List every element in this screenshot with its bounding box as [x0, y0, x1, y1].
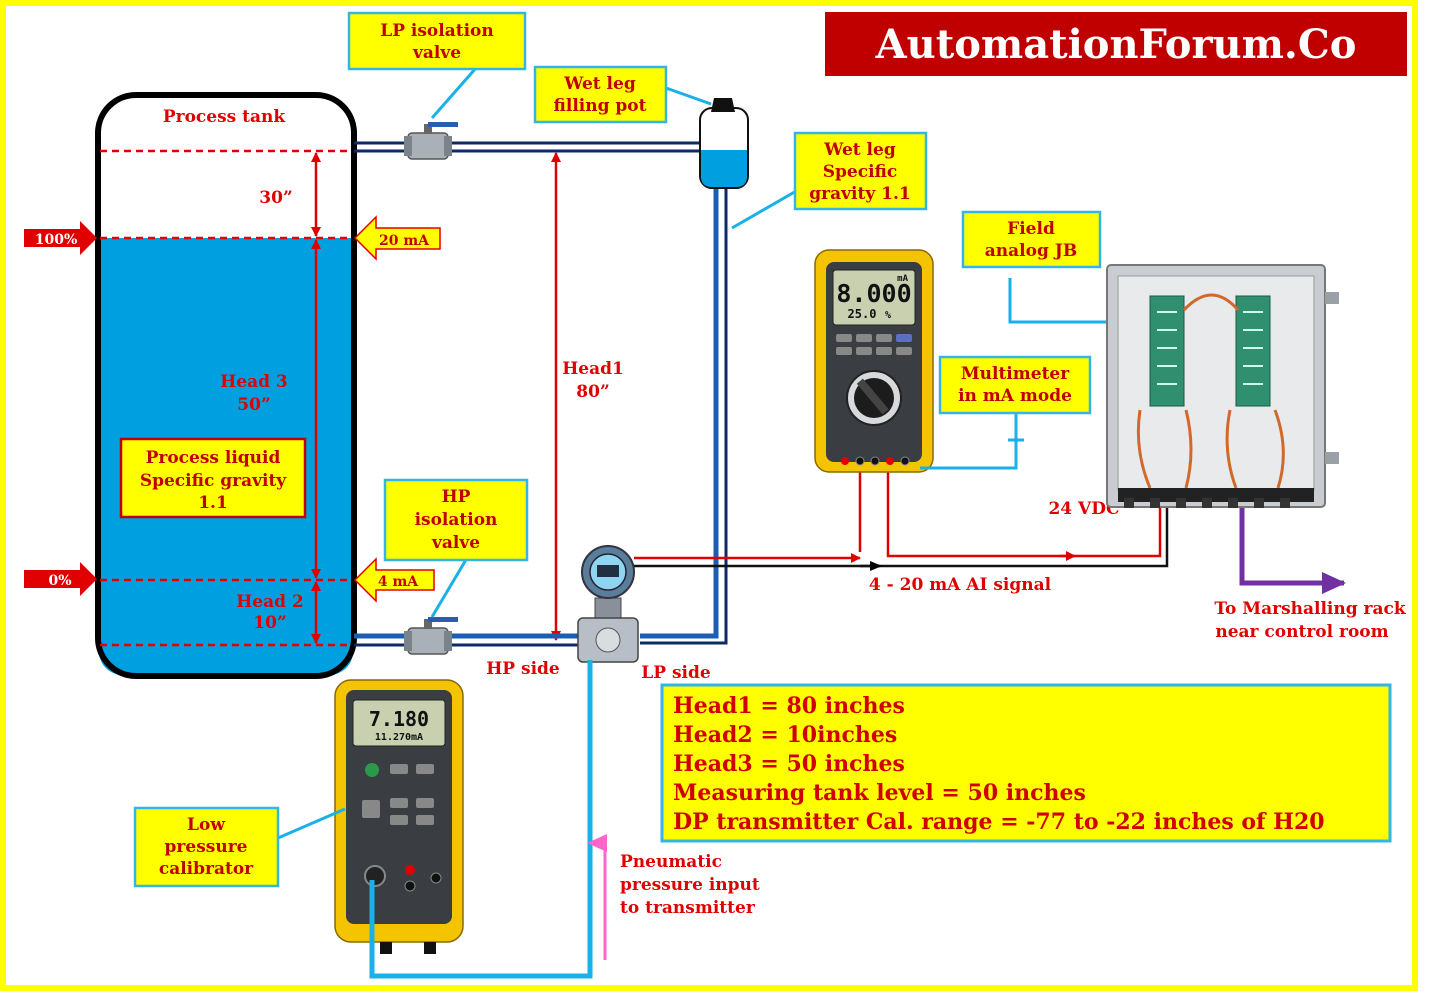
lp-side-label: LP side: [641, 663, 711, 683]
field-junction-box: [1106, 264, 1339, 508]
svg-text:valve: valve: [431, 533, 480, 553]
callout-hp-valve: HP isolation valve: [383, 478, 529, 562]
svg-text:Wet leg: Wet leg: [563, 74, 636, 94]
marker-4ma-label: 4 mA: [378, 574, 419, 590]
svg-text:filling pot: filling pot: [554, 96, 647, 116]
svg-text:gravity 1.1: gravity 1.1: [809, 184, 910, 204]
svg-text:Specific gravity: Specific gravity: [140, 471, 287, 491]
svg-text:valve: valve: [412, 43, 461, 63]
svg-text:pressure: pressure: [165, 837, 248, 857]
summary-line: Head2 = 10inches: [673, 722, 897, 748]
multimeter-percent: %: [885, 310, 891, 321]
head3-label-a: Head 3: [220, 372, 288, 392]
multimeter-main: 8.000: [836, 279, 911, 308]
multimeter-unit: mA: [897, 274, 908, 284]
summary-line: Head3 = 50 inches: [673, 751, 905, 777]
svg-text:isolation: isolation: [415, 510, 498, 530]
pneumatic-label-a: Pneumatic: [620, 852, 722, 872]
level-lines: [100, 149, 352, 647]
marshalling-label-a: To Marshalling rack: [1214, 599, 1407, 619]
marker-0-label: 0%: [48, 573, 71, 589]
svg-text:in mA mode: in mA mode: [958, 386, 1072, 406]
marshalling-arrow: [1239, 508, 1346, 594]
callout-lp-valve: LP isolation valve: [347, 11, 527, 71]
svg-text:HP: HP: [442, 487, 471, 507]
wet-leg-line: [640, 188, 719, 639]
head2-label-b: 10”: [253, 613, 286, 633]
marker-4ma: 4 mA: [353, 557, 435, 603]
summary-line: Measuring tank level = 50 inches: [673, 780, 1086, 806]
svg-text:Specific: Specific: [823, 162, 898, 182]
svg-text:Multimeter: Multimeter: [961, 364, 1070, 384]
signal-wiring: [634, 468, 1169, 571]
dp-transmitter: [577, 545, 639, 663]
ai-signal-label: 4 - 20 mA AI signal: [869, 575, 1052, 595]
callout-leaders: [277, 67, 1106, 840]
marshalling-label-b: near control room: [1215, 622, 1388, 642]
svg-text:Field: Field: [1007, 219, 1055, 239]
svg-text:analog JB: analog JB: [985, 241, 1077, 261]
callout-filling-pot: Wet leg filling pot: [533, 65, 668, 124]
head-dimensions: [311, 152, 561, 644]
summary-box: Head1 = 80 inches Head2 = 10inches Head3…: [660, 683, 1392, 843]
summary-line: Head1 = 80 inches: [673, 693, 905, 719]
head1-label-a: Head1: [562, 359, 624, 379]
span30-label: 30”: [259, 188, 292, 208]
hp-isolation-valve[interactable]: [404, 617, 458, 655]
hp-side-label: HP side: [486, 659, 560, 679]
svg-text:LP isolation: LP isolation: [380, 21, 494, 41]
pneumatic-label-b: pressure input: [620, 875, 760, 895]
marker-100: 100%: [24, 221, 97, 255]
head2-label-a: Head 2: [236, 592, 304, 612]
multimeter: mA 8.000 25.0 %: [814, 249, 934, 473]
head1-label-b: 80”: [576, 382, 609, 402]
marker-100-label: 100%: [35, 232, 78, 248]
summary-line: DP transmitter Cal. range = -77 to -22 i…: [673, 809, 1325, 835]
svg-text:calibrator: calibrator: [159, 859, 254, 879]
calibrator-secondary: 11.270mA: [375, 732, 423, 743]
callout-wet-leg: Wet leg Specific gravity 1.1: [793, 131, 928, 211]
calibrator-tube: [369, 660, 593, 979]
callout-field-jb: Field analog JB: [961, 210, 1102, 269]
brand-title: AutomationForum.Co: [875, 21, 1357, 68]
svg-text:Low: Low: [187, 815, 225, 835]
marker-0: 0%: [24, 562, 97, 596]
callout-multimeter: Multimeter in mA mode: [938, 355, 1092, 415]
brand-banner: AutomationForum.Co: [825, 12, 1407, 76]
marker-20ma: 20 mA: [353, 215, 441, 261]
svg-text:1.1: 1.1: [198, 493, 228, 513]
svg-text:Wet leg: Wet leg: [823, 140, 896, 160]
lp-isolation-valve[interactable]: [404, 122, 458, 160]
process-tank-label: Process tank: [163, 107, 287, 127]
wet-leg-filling-pot: [699, 98, 749, 189]
vdc-label: 24 VDC: [1048, 499, 1119, 519]
callout-process-liquid: Process liquid Specific gravity 1.1: [119, 437, 307, 519]
pressure-calibrator: 7.180 11.270mA: [334, 679, 464, 954]
multimeter-secondary: 25.0: [848, 307, 877, 321]
marker-20ma-label: 20 mA: [379, 233, 430, 249]
svg-text:Process liquid: Process liquid: [146, 448, 281, 468]
pneumatic-label-c: to transmitter: [620, 898, 756, 918]
calibrator-main: 7.180: [369, 707, 429, 731]
callout-calibrator: Low pressure calibrator: [133, 806, 280, 888]
head3-label-b: 50”: [237, 395, 270, 415]
